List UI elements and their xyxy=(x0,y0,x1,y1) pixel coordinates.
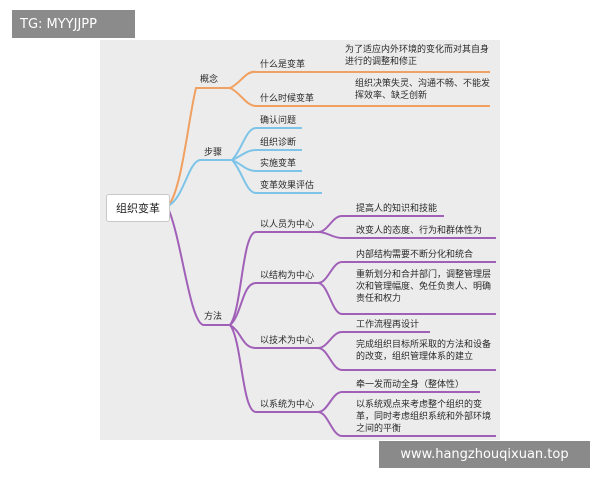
method-group-tech: 以技术为中心 xyxy=(260,336,315,346)
site-watermark: www.hangzhouqixuan.top xyxy=(379,441,590,468)
step-link-4 xyxy=(231,159,322,194)
concept-item-when: 什么时候变革 xyxy=(260,94,315,104)
concept-link-when xyxy=(229,87,322,107)
step-item-4: 变革效果评估 xyxy=(260,181,315,191)
system-detail-line-1 xyxy=(317,391,480,413)
step-link-2 xyxy=(231,149,302,161)
concept-link-what xyxy=(229,70,314,89)
root-node: 组织变革 xyxy=(106,194,170,222)
structure-detail-line-2 xyxy=(317,282,496,315)
tech-detail-line-1 xyxy=(317,331,430,349)
method-group-people: 以人员为中心 xyxy=(260,220,315,230)
tg-watermark: TG: MYYJJPP xyxy=(12,10,135,38)
concept-detail-what: 为了适应内外环境的变化而对其自身进行的调整和修正 xyxy=(345,45,490,67)
concept-node: 概念 xyxy=(200,75,219,85)
method-link-system xyxy=(229,324,318,413)
people-detail-line-2 xyxy=(317,231,496,239)
steps-connectors xyxy=(167,127,322,207)
steps-node: 步骤 xyxy=(204,148,223,158)
system-detail-line-2 xyxy=(317,411,496,437)
mind-map: 组织变革 概念 什么是变革 为了适应内外环境的变化而对其自身进行的调整和修正 什… xyxy=(100,40,500,440)
method-link-structure xyxy=(229,282,318,326)
step-link-1 xyxy=(231,127,302,161)
method-group-system: 以系统为中心 xyxy=(260,400,315,410)
method-node: 方法 xyxy=(204,312,223,322)
method-link-people xyxy=(229,231,318,326)
people-detail-1: 提高人的知识和技能 xyxy=(356,204,438,214)
tech-detail-2: 完成组织目标所采取的方法和设备的改变，组织管理体系的建立 xyxy=(356,340,492,362)
method-link-tech xyxy=(229,324,318,349)
method-trunk xyxy=(167,207,230,326)
system-detail-2: 以系统观点来考虑整个组织的变革，同时考虑组织系统和外部环境之间的平衡 xyxy=(356,400,492,434)
concept-trunk xyxy=(167,87,230,207)
concept-detail-when: 组织决策失灵、沟通不畅、不能发挥效率、缺乏创新 xyxy=(355,79,491,101)
step-item-1: 确认问题 xyxy=(260,116,297,126)
step-link-3 xyxy=(231,159,302,172)
step-item-2: 组织诊断 xyxy=(260,138,297,148)
method-group-structure: 以结构为中心 xyxy=(260,271,315,281)
structure-detail-2: 重新划分和合并部门，调整管理层次和管理幅度、免任负责人、明确责任和权力 xyxy=(356,270,492,304)
mind-map-connectors xyxy=(167,70,496,437)
people-detail-2: 改变人的态度、行为和群体性为 xyxy=(356,226,483,236)
structure-detail-1: 内部结构需要不断分化和统合 xyxy=(356,250,474,260)
tech-detail-1: 工作流程再设计 xyxy=(356,320,420,330)
steps-trunk xyxy=(167,159,232,207)
concept-connectors xyxy=(167,70,490,207)
method-connectors xyxy=(167,207,496,437)
structure-detail-line-1 xyxy=(317,261,496,284)
step-item-3: 实施变革 xyxy=(260,159,297,169)
tech-detail-line-2 xyxy=(317,347,496,371)
concept-item-what: 什么是变革 xyxy=(260,60,306,70)
system-detail-1: 牵一发而动全身（整体性） xyxy=(356,380,465,390)
